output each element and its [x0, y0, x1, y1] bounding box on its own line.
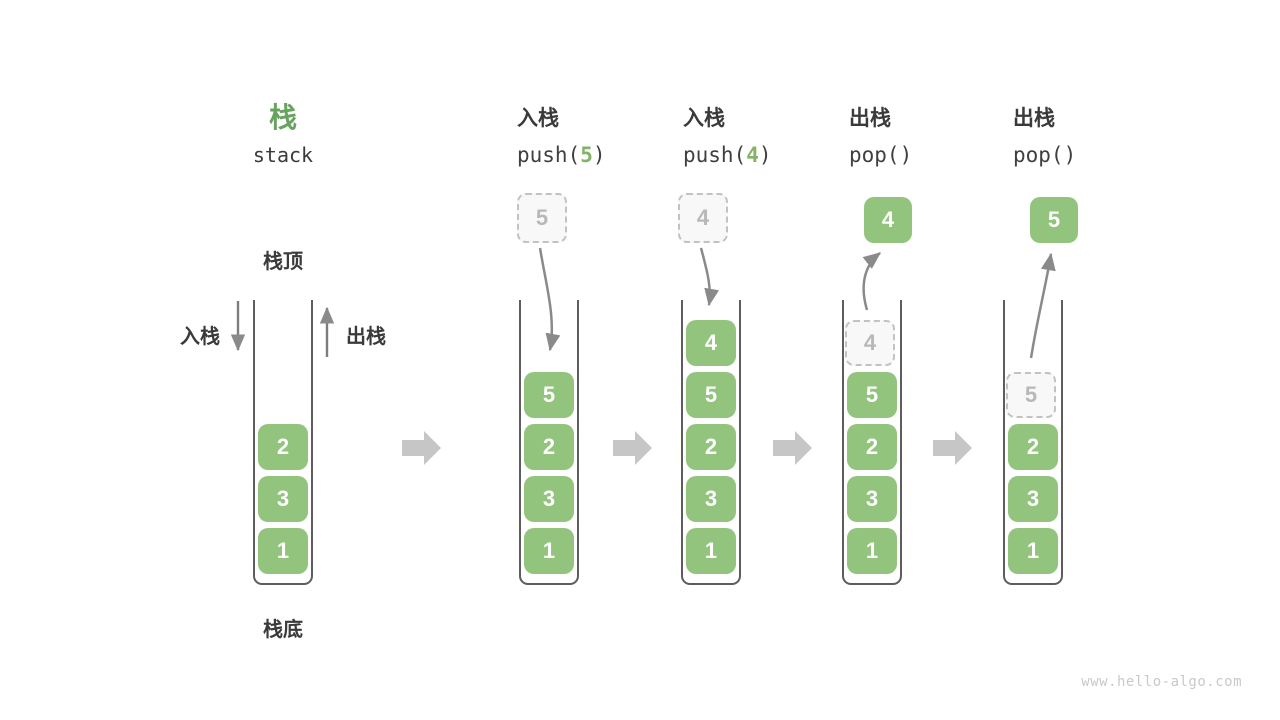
op-label: 入栈	[517, 107, 559, 130]
op-code-arg: 5	[580, 143, 593, 167]
stack-block: 3	[1008, 476, 1058, 522]
op-label: 入栈	[683, 107, 725, 130]
stack-block: 1	[524, 528, 574, 574]
op-code: pop()	[1013, 143, 1077, 167]
op-header-push5: 入栈 push(5)	[517, 106, 677, 168]
stack-ghost-block: 5	[1006, 372, 1056, 418]
stack-container-pop2: 5 2 3 1	[1003, 300, 1063, 585]
stack-container-pop1: 4 5 2 3 1	[842, 300, 902, 585]
stack-ghost-block: 4	[845, 320, 895, 366]
step-arrow-4	[933, 431, 972, 465]
step-arrow-2	[613, 431, 652, 465]
stack-container-initial: 2 3 1	[253, 300, 313, 585]
popped-value-box-5: 5	[1030, 197, 1078, 243]
stack-block: 5	[524, 372, 574, 418]
op-header-pop2: 出栈 pop()	[1013, 106, 1173, 168]
op-code: push(5)	[517, 143, 606, 167]
op-code: pop()	[849, 143, 913, 167]
diagram-title-zh: 栈	[268, 102, 297, 133]
push-side-label: 入栈	[180, 326, 220, 348]
watermark: www.hello-algo.com	[1081, 674, 1242, 690]
op-header-push4: 入栈 push(4)	[683, 106, 843, 168]
stack-block: 1	[258, 528, 308, 574]
stack-block: 3	[258, 476, 308, 522]
stack-container-push5: 5 2 3 1	[519, 300, 579, 585]
stack-container-push4: 4 5 2 3 1	[681, 300, 741, 585]
stack-block: 4	[686, 320, 736, 366]
stack-block: 2	[1008, 424, 1058, 470]
stack-block: 2	[524, 424, 574, 470]
step-arrow-1	[402, 431, 441, 465]
op-code: push(4)	[683, 143, 772, 167]
incoming-value-box-4: 4	[678, 193, 728, 243]
stack-block: 1	[847, 528, 897, 574]
pop-side-label: 出栈	[346, 326, 386, 348]
diagram-title-en: stack	[252, 143, 314, 167]
incoming-value-box-5: 5	[517, 193, 567, 243]
stack-block: 1	[1008, 528, 1058, 574]
stack-block: 3	[524, 476, 574, 522]
op-label: 出栈	[849, 107, 891, 130]
stack-block: 5	[686, 372, 736, 418]
stack-block: 2	[258, 424, 308, 470]
stack-bottom-label: 栈底	[263, 619, 303, 641]
op-label: 出栈	[1013, 107, 1055, 130]
stack-block: 3	[847, 476, 897, 522]
op-code-arg: 4	[746, 143, 759, 167]
stack-top-label: 栈顶	[263, 251, 303, 273]
stack-block: 2	[686, 424, 736, 470]
popped-value-box-4: 4	[864, 197, 912, 243]
stack-block: 3	[686, 476, 736, 522]
stack-block: 2	[847, 424, 897, 470]
stack-block: 5	[847, 372, 897, 418]
op-header-pop1: 出栈 pop()	[849, 106, 1009, 168]
stack-block: 1	[686, 528, 736, 574]
step-arrow-3	[773, 431, 812, 465]
push4-curved-arrow	[699, 247, 720, 307]
